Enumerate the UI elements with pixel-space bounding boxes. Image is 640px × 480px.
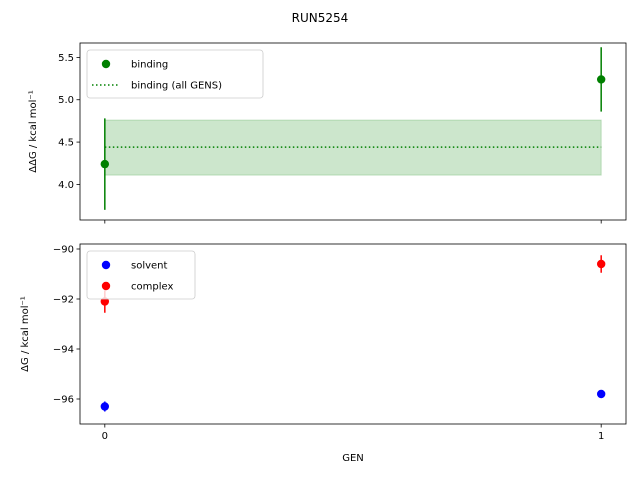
- solvent-complex-panel: −96 −94 −92 −90 0 1 ΔG / kcal mol⁻¹ GEN solvent c…: [20, 243, 627, 464]
- x-tick-label: 1: [598, 431, 604, 442]
- legend-label: complex: [131, 282, 173, 293]
- y-tick-label: 4.0: [58, 180, 74, 191]
- chart-title: RUN5254: [292, 11, 349, 25]
- binding-legend-marker: [101, 59, 111, 69]
- y-tick-label: −92: [53, 295, 74, 306]
- x-tick-label: 0: [102, 431, 108, 442]
- y-tick-label: −96: [53, 395, 74, 406]
- y-tick-label: 5.5: [58, 53, 74, 64]
- legend-box: [86, 250, 196, 300]
- binding-point: [100, 159, 110, 169]
- solvent-legend-marker: [101, 260, 111, 270]
- solvent-point: [100, 402, 110, 411]
- legend-label: binding (all GENS): [131, 81, 222, 92]
- solvent-point: [596, 389, 606, 399]
- y-tick-label: −90: [53, 245, 74, 256]
- axes-frame: [79, 42, 627, 221]
- binding-point: [596, 75, 606, 84]
- legend-label: solvent: [131, 261, 168, 272]
- y-tick-label: 4.5: [58, 138, 74, 149]
- complex-legend-marker: [101, 281, 111, 291]
- y-tick-label: −94: [53, 345, 74, 356]
- y-tick-label: 5.0: [58, 95, 74, 106]
- x-axis-label: GEN: [342, 453, 364, 464]
- legend-label: binding: [131, 60, 168, 71]
- complex-point: [596, 259, 606, 269]
- legend-box: [86, 49, 264, 99]
- y-axis-label: ΔΔG / kcal mol⁻¹: [28, 90, 39, 172]
- axes-frame: [79, 243, 627, 425]
- y-axis-label: ΔG / kcal mol⁻¹: [20, 296, 31, 372]
